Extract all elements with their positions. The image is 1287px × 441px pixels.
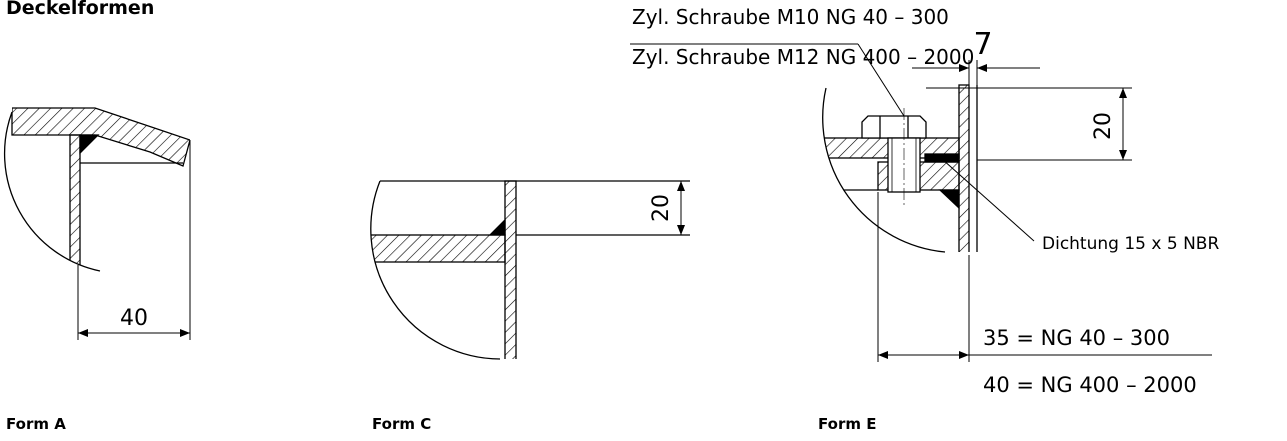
form-a-wall — [69, 134, 81, 271]
page-title: Deckelformen — [6, 0, 155, 19]
form-a-label: Form A — [6, 415, 66, 433]
form-e-break-arc — [822, 87, 946, 253]
screw-annotation-2: Zyl. Schraube M12 NG 400 – 2000 — [632, 45, 974, 69]
form-e-wall — [958, 84, 970, 252]
form-e-weld — [938, 189, 960, 210]
form-c-break-arc — [370, 180, 501, 360]
form-c-drawing — [370, 180, 690, 360]
form-e-bolt-head — [861, 115, 927, 139]
form-c-weld — [488, 218, 506, 236]
form-e-label: Form E — [818, 415, 877, 433]
form-e-dim-7: 7 — [973, 27, 992, 62]
width-annotation-1: 35 = NG 40 – 300 — [983, 326, 1170, 350]
form-c-dim-value: 20 — [649, 194, 674, 222]
form-c-label: Form C — [372, 415, 432, 433]
screw-annotation-1: Zyl. Schraube M10 NG 40 – 300 — [632, 5, 949, 29]
form-a-weld — [79, 134, 100, 155]
form-e-drawing — [630, 43, 1212, 362]
form-e-seal — [924, 153, 960, 163]
form-c-cover — [370, 234, 506, 263]
form-c-wall — [504, 180, 517, 359]
width-annotation-2: 40 = NG 400 – 2000 — [983, 373, 1197, 397]
seal-annotation: Dichtung 15 x 5 NBR — [1042, 234, 1219, 254]
form-a-dim-value: 40 — [120, 306, 148, 331]
form-a-cover — [11, 107, 190, 167]
form-e-dim-20: 20 — [1091, 112, 1116, 140]
form-a-drawing — [3, 107, 191, 340]
